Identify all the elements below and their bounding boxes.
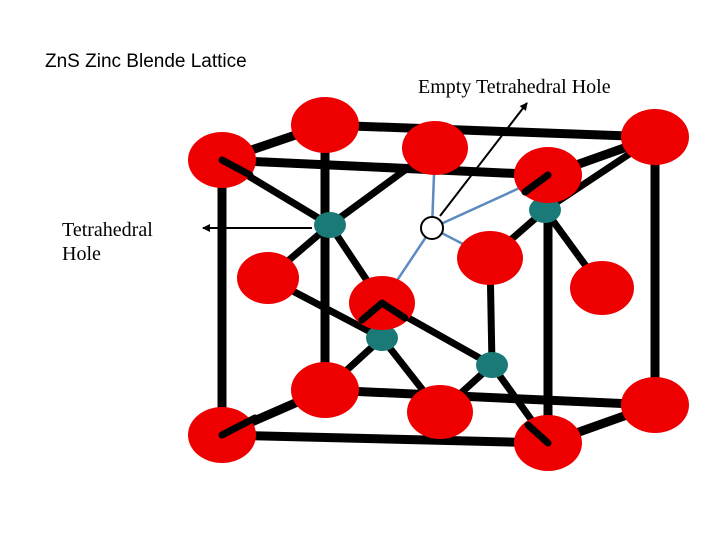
sulfur-atom [621,109,689,165]
sulfur-atom [237,252,299,304]
bond [521,171,552,196]
sulfur-atom [291,97,359,153]
zinc-atom [476,352,508,378]
sulfur-atom [402,121,468,175]
back-bottom-edge [320,385,660,410]
tetrahedral-hole-label-line1: Tetrahedral [62,219,153,241]
front-top-edge [217,155,553,180]
bond [218,414,259,439]
sulfur-atom [570,261,634,315]
bond [378,299,409,322]
sulfur-atoms [237,97,689,439]
bond [358,299,386,324]
empty-tetrahedral-hole-label: Empty Tetrahedral Hole [418,76,611,98]
front-bottom-edge [217,430,553,448]
bond [524,421,552,447]
back-top-edge [320,120,660,142]
zinc-atom [314,212,346,238]
bond-stubs [218,156,552,447]
sulfur-atom [621,377,689,433]
zinc-atom [529,197,561,223]
sulfur-atom [457,231,523,285]
sulfur-atom [291,362,359,418]
sulfur-atom [407,385,473,439]
tetrahedral-hole-label: Tetrahedral Hole [62,218,153,266]
empty-tetrahedral-hole [420,216,444,240]
bond [218,156,254,179]
diagram-title: ZnS Zinc Blende Lattice [45,51,247,72]
empty-hole-pointer-arrow [439,102,528,217]
tetrahedral-hole-label-line2: Hole [62,243,101,265]
zinc-atom [366,325,398,351]
zinc-atoms [314,197,561,378]
